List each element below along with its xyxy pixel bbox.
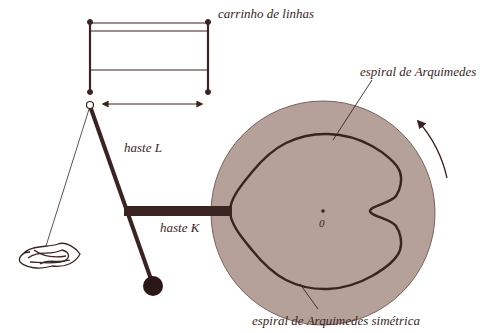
motion-arrow bbox=[103, 104, 202, 105]
part-label: espiral de Arquimedes simétrica bbox=[252, 313, 420, 328]
leader-line bbox=[300, 284, 318, 309]
part-label: haste K bbox=[160, 220, 199, 235]
archimedes-spiral-cam bbox=[230, 134, 401, 289]
leader-line bbox=[333, 80, 372, 140]
part-label: carrinho de linhas bbox=[218, 6, 314, 21]
part-label: espiral de Arquimedes bbox=[360, 64, 476, 79]
rotating-disk bbox=[211, 101, 435, 325]
thread-ball bbox=[19, 243, 80, 268]
thread-carriage bbox=[88, 20, 211, 95]
center-point bbox=[321, 209, 325, 213]
point-label: 0 bbox=[319, 216, 325, 231]
pendulum-weight bbox=[143, 276, 163, 296]
part-label: haste L bbox=[124, 140, 162, 155]
pivot bbox=[87, 102, 94, 109]
rod-l bbox=[90, 106, 152, 282]
rotation-arrow bbox=[418, 121, 447, 178]
thread-line bbox=[46, 106, 90, 246]
rod-k bbox=[124, 206, 232, 216]
